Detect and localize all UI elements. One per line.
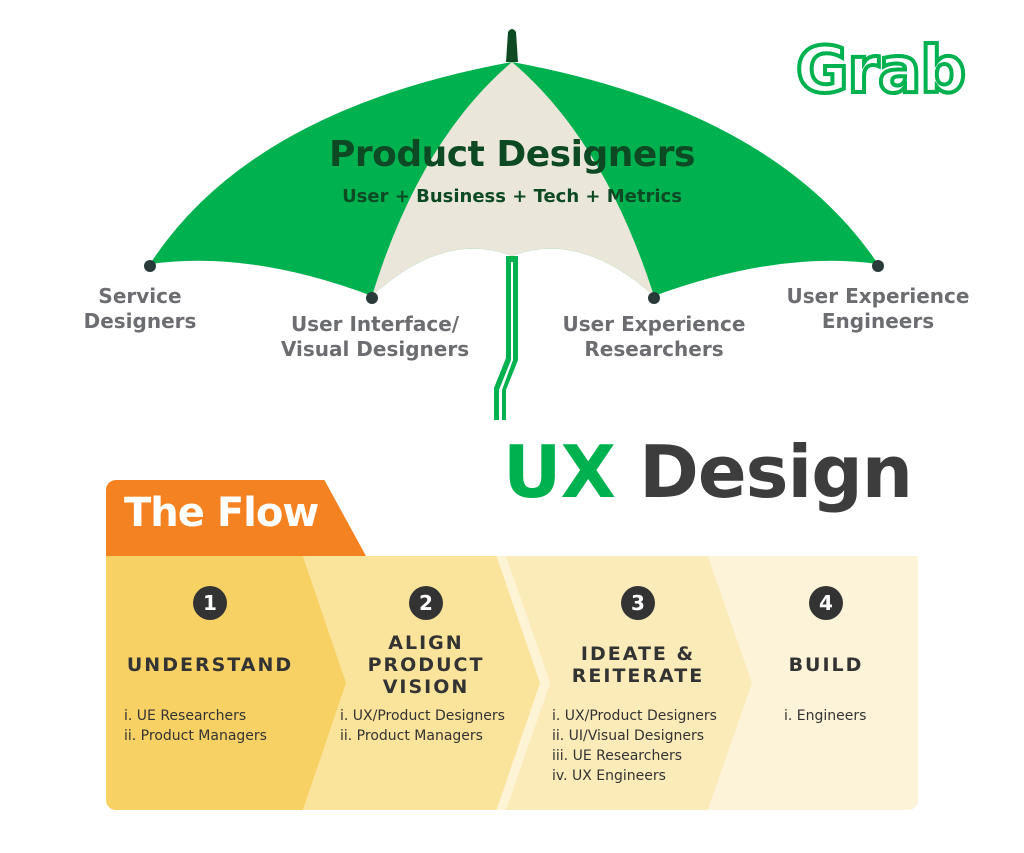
step-list-4: i. Engineers: [736, 706, 916, 726]
rib-tip-3: [648, 292, 660, 304]
rib-tip-4: [872, 260, 884, 272]
list-item: ii. Product Managers: [124, 728, 267, 744]
step-understand: 1 UNDERSTAND i. UE Researchers ii. Produ…: [106, 556, 314, 810]
ux-title-ux: UX: [503, 430, 616, 514]
umbrella-center-panel: [372, 62, 654, 296]
ux-title-design: Design: [639, 430, 913, 514]
product-designers-subtitle: User + Business + Tech + Metrics: [342, 186, 682, 207]
list-item: ii. UI/Visual Designers: [552, 728, 705, 744]
step-align: 2 ALIGN PRODUCT VISION i. UX/Product Des…: [322, 556, 530, 810]
role-ux-researchers: User Experience Researchers: [562, 312, 746, 361]
role-ux-engineers: User Experience Engineers: [786, 284, 970, 333]
step-list-3: i. UX/Product Designers ii. UI/Visual De…: [534, 706, 742, 786]
role-service-designers: Service Designers: [83, 284, 197, 333]
umbrella-tip: [506, 29, 518, 62]
step-title-3: IDEATE & REITERATE: [571, 643, 705, 687]
grab-logo: Grab: [794, 32, 968, 110]
step-ideate: 3 IDEATE & REITERATE i. UX/Product Desig…: [534, 556, 742, 810]
step-title-1: UNDERSTAND: [126, 654, 294, 676]
rib-tip-1: [144, 260, 156, 272]
rib-tip-2: [366, 292, 378, 304]
step-build: 4 BUILD i. Engineers: [736, 556, 916, 810]
product-designers-title: Product Designers: [329, 134, 695, 175]
step-list-1: i. UE Researchers ii. Product Managers: [106, 706, 314, 746]
flow-panel: 1 UNDERSTAND i. UE Researchers ii. Produ…: [106, 556, 918, 810]
list-item: ii. Product Managers: [340, 728, 483, 744]
umbrella-graphic: [144, 29, 884, 420]
list-item: i. UE Researchers: [124, 708, 247, 724]
step-number-1: 1: [193, 586, 227, 620]
step-number-3: 3: [621, 586, 655, 620]
umbrella-shaft: [494, 256, 518, 420]
role-ui-visual-designers: User Interface/ Visual Designers: [280, 312, 470, 361]
list-item: iii. UE Researchers: [552, 748, 682, 764]
flow-tab: [106, 480, 366, 556]
step-list-2: i. UX/Product Designers ii. Product Mana…: [322, 706, 530, 746]
list-item: i. Engineers: [784, 708, 867, 724]
step-title-2: ALIGN PRODUCT VISION: [367, 632, 485, 698]
list-item: i. UX/Product Designers: [552, 708, 717, 724]
list-item: iv. UX Engineers: [552, 768, 666, 784]
flow-tab-label: The Flow: [124, 490, 319, 536]
step-number-4: 4: [809, 586, 843, 620]
list-item: i. UX/Product Designers: [340, 708, 505, 724]
step-number-2: 2: [409, 586, 443, 620]
step-title-4: BUILD: [788, 654, 864, 676]
ux-design-title: UX Design: [503, 430, 913, 514]
